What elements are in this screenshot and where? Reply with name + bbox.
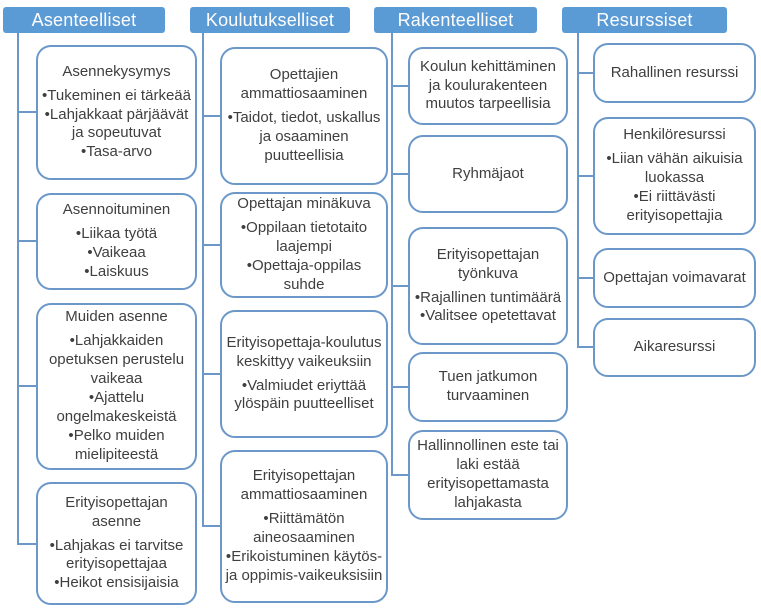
node-title: Koulun kehittäminen ja koulurakenteen mu… bbox=[420, 57, 556, 113]
bullet-item: Riittämätön aineosaaminen bbox=[225, 510, 383, 548]
node-title: Opettajien ammattiosaaminen bbox=[240, 66, 368, 103]
connector-line bbox=[17, 240, 36, 242]
node-erityisopettajan-ammattiosaaminen: Erityisopettajan ammattiosaaminen Riittä… bbox=[220, 450, 388, 603]
node-title: Ryhmäjaot bbox=[452, 164, 524, 182]
connector-line bbox=[17, 111, 36, 113]
node-title: Asennoituminen bbox=[62, 201, 171, 219]
bullet-item: Rajallinen tuntimäärä bbox=[413, 289, 563, 308]
connector-line bbox=[391, 85, 408, 87]
bullet-item: Oppilaan tietotaito laajempi bbox=[225, 219, 383, 257]
connector-vline-asenteelliset bbox=[17, 33, 19, 545]
column-header-asenteelliset: Asenteelliset bbox=[3, 7, 165, 33]
node-title: Erityisopettajan asenne bbox=[65, 493, 168, 530]
node-erityisopettaja-koulutus: Erityisopettaja-koulutus keskittyy vaike… bbox=[220, 310, 388, 438]
bullet-list: Liian vähän aikuisia luokassa Ei riittäv… bbox=[598, 150, 751, 226]
connector-line bbox=[391, 173, 408, 175]
bullet-item: Taidot, tiedot, uskallus ja osaaminen pu… bbox=[225, 109, 383, 166]
bullet-item: Lahjakkaat pärjäävät ja sopeutuvat bbox=[41, 106, 192, 144]
connector-line bbox=[391, 474, 408, 476]
connector-vline-koulutukselliset bbox=[202, 33, 204, 527]
node-title: Muiden asenne bbox=[65, 308, 168, 326]
node-opettajan-voimavarat: Opettajan voimavarat bbox=[593, 248, 756, 308]
node-tuen-jatkumo: Tuen jatkumon turvaaminen bbox=[408, 352, 568, 422]
node-henkiloresurssi: Henkilöresurssi Liian vähän aikuisia luo… bbox=[593, 117, 756, 235]
node-erityisopettajan-asenne: Erityisopettajan asenne Lahjakas ei tarv… bbox=[36, 482, 197, 605]
bullet-item: Lahjakas ei tarvitse erityisopettajaa bbox=[41, 537, 192, 575]
node-rahallinen-resurssi: Rahallinen resurssi bbox=[593, 43, 756, 103]
bullet-item: Liikaa työtä bbox=[41, 225, 192, 244]
bullet-item: Heikot ensisijaisia bbox=[41, 574, 192, 593]
node-title: Erityisopettaja-koulutus keskittyy vaike… bbox=[226, 333, 382, 370]
node-asennekysymys: Asennekysymys Tukeminen ei tärkeää Lahja… bbox=[36, 45, 197, 180]
node-asennoituminen: Asennoituminen Liikaa työtä Vaikeaa Lais… bbox=[36, 193, 197, 290]
bullet-item: Laiskuus bbox=[41, 263, 192, 282]
bullet-item: Opettaja-oppilas suhde bbox=[225, 257, 383, 295]
node-title: Opettajan minäkuva bbox=[237, 195, 371, 213]
column-header-resurssiset: Resurssiset bbox=[562, 7, 727, 33]
node-title: Hallinnollinen este tai laki estää erity… bbox=[417, 437, 559, 511]
bullet-item: Tukeminen ei tärkeää bbox=[41, 87, 192, 106]
node-title: Asennekysymys bbox=[62, 62, 171, 80]
bullet-item: Valmiudet eriyttää ylöspäin puutteellise… bbox=[225, 377, 383, 415]
node-aikaresurssi: Aikaresurssi bbox=[593, 318, 756, 377]
node-opettajan-minakuva: Opettajan minäkuva Oppilaan tietotaito l… bbox=[220, 192, 388, 298]
connector-line bbox=[17, 385, 36, 387]
bullet-item: Liian vähän aikuisia luokassa bbox=[598, 150, 751, 188]
bullet-item: Lahjakkaiden opetuksen perustelu vaikeaa bbox=[41, 332, 192, 389]
bullet-item: Valitsee opetettavat bbox=[413, 307, 563, 326]
bullet-item: Vaikeaa bbox=[41, 244, 192, 263]
bullet-list: Taidot, tiedot, uskallus ja osaaminen pu… bbox=[225, 109, 383, 166]
node-title: Erityisopettajan ammattiosaaminen bbox=[240, 467, 368, 504]
connector-line bbox=[202, 244, 220, 246]
bullet-item: Tasa-arvo bbox=[41, 143, 192, 162]
bullet-item: Ajattelu ongelmakeskeistä bbox=[41, 389, 192, 427]
node-title: Aikaresurssi bbox=[633, 338, 716, 356]
connector-vline-resurssiset bbox=[577, 33, 579, 348]
node-title: Erityisopettajan työnkuva bbox=[436, 245, 540, 282]
bullet-list: Riittämätön aineosaaminen Erikoistuminen… bbox=[225, 510, 383, 586]
node-erityisopettajan-tyonkuva: Erityisopettajan työnkuva Rajallinen tun… bbox=[408, 227, 568, 345]
connector-vline-rakenteelliset bbox=[391, 33, 393, 476]
connector-line bbox=[17, 543, 36, 545]
node-koulun-kehittaminen: Koulun kehittäminen ja koulurakenteen mu… bbox=[408, 47, 568, 125]
node-title: Opettajan voimavarat bbox=[603, 268, 746, 286]
node-hallinnollinen-este: Hallinnollinen este tai laki estää erity… bbox=[408, 430, 568, 520]
connector-line bbox=[391, 285, 408, 287]
connector-line bbox=[577, 277, 593, 279]
node-ryhmajaot: Ryhmäjaot bbox=[408, 135, 568, 213]
column-header-koulutukselliset: Koulutukselliset bbox=[190, 7, 350, 33]
connector-line bbox=[391, 386, 408, 388]
bullet-list: Lahjakas ei tarvitse erityisopettajaa He… bbox=[41, 537, 192, 594]
bullet-list: Liikaa työtä Vaikeaa Laiskuus bbox=[41, 225, 192, 282]
connector-line bbox=[202, 115, 220, 117]
bullet-item: Pelko muiden mielipiteestä bbox=[41, 427, 192, 465]
column-header-rakenteelliset: Rakenteelliset bbox=[374, 7, 537, 33]
bullet-list: Oppilaan tietotaito laajempi Opettaja-op… bbox=[225, 219, 383, 295]
bullet-list: Tukeminen ei tärkeää Lahjakkaat pärjäävä… bbox=[41, 87, 192, 163]
bullet-item: Erikoistuminen käytös- ja oppimis-vaikeu… bbox=[225, 548, 383, 586]
bullet-item: Ei riittävästi erityisopettajia bbox=[598, 188, 751, 226]
connector-line bbox=[577, 72, 593, 74]
node-opettajien-ammattiosaaminen: Opettajien ammattiosaaminen Taidot, tied… bbox=[220, 47, 388, 185]
node-muiden-asenne: Muiden asenne Lahjakkaiden opetuksen per… bbox=[36, 303, 197, 470]
node-title: Henkilöresurssi bbox=[623, 126, 726, 144]
connector-line bbox=[577, 175, 593, 177]
connector-line bbox=[577, 346, 593, 348]
node-title: Rahallinen resurssi bbox=[610, 63, 739, 81]
bullet-list: Lahjakkaiden opetuksen perustelu vaikeaa… bbox=[41, 332, 192, 464]
bullet-list: Rajallinen tuntimäärä Valitsee opetettav… bbox=[413, 289, 563, 327]
node-title: Tuen jatkumon turvaaminen bbox=[438, 368, 538, 404]
connector-line bbox=[202, 373, 220, 375]
connector-line bbox=[202, 525, 220, 527]
bullet-list: Valmiudet eriyttää ylöspäin puutteellise… bbox=[225, 377, 383, 415]
